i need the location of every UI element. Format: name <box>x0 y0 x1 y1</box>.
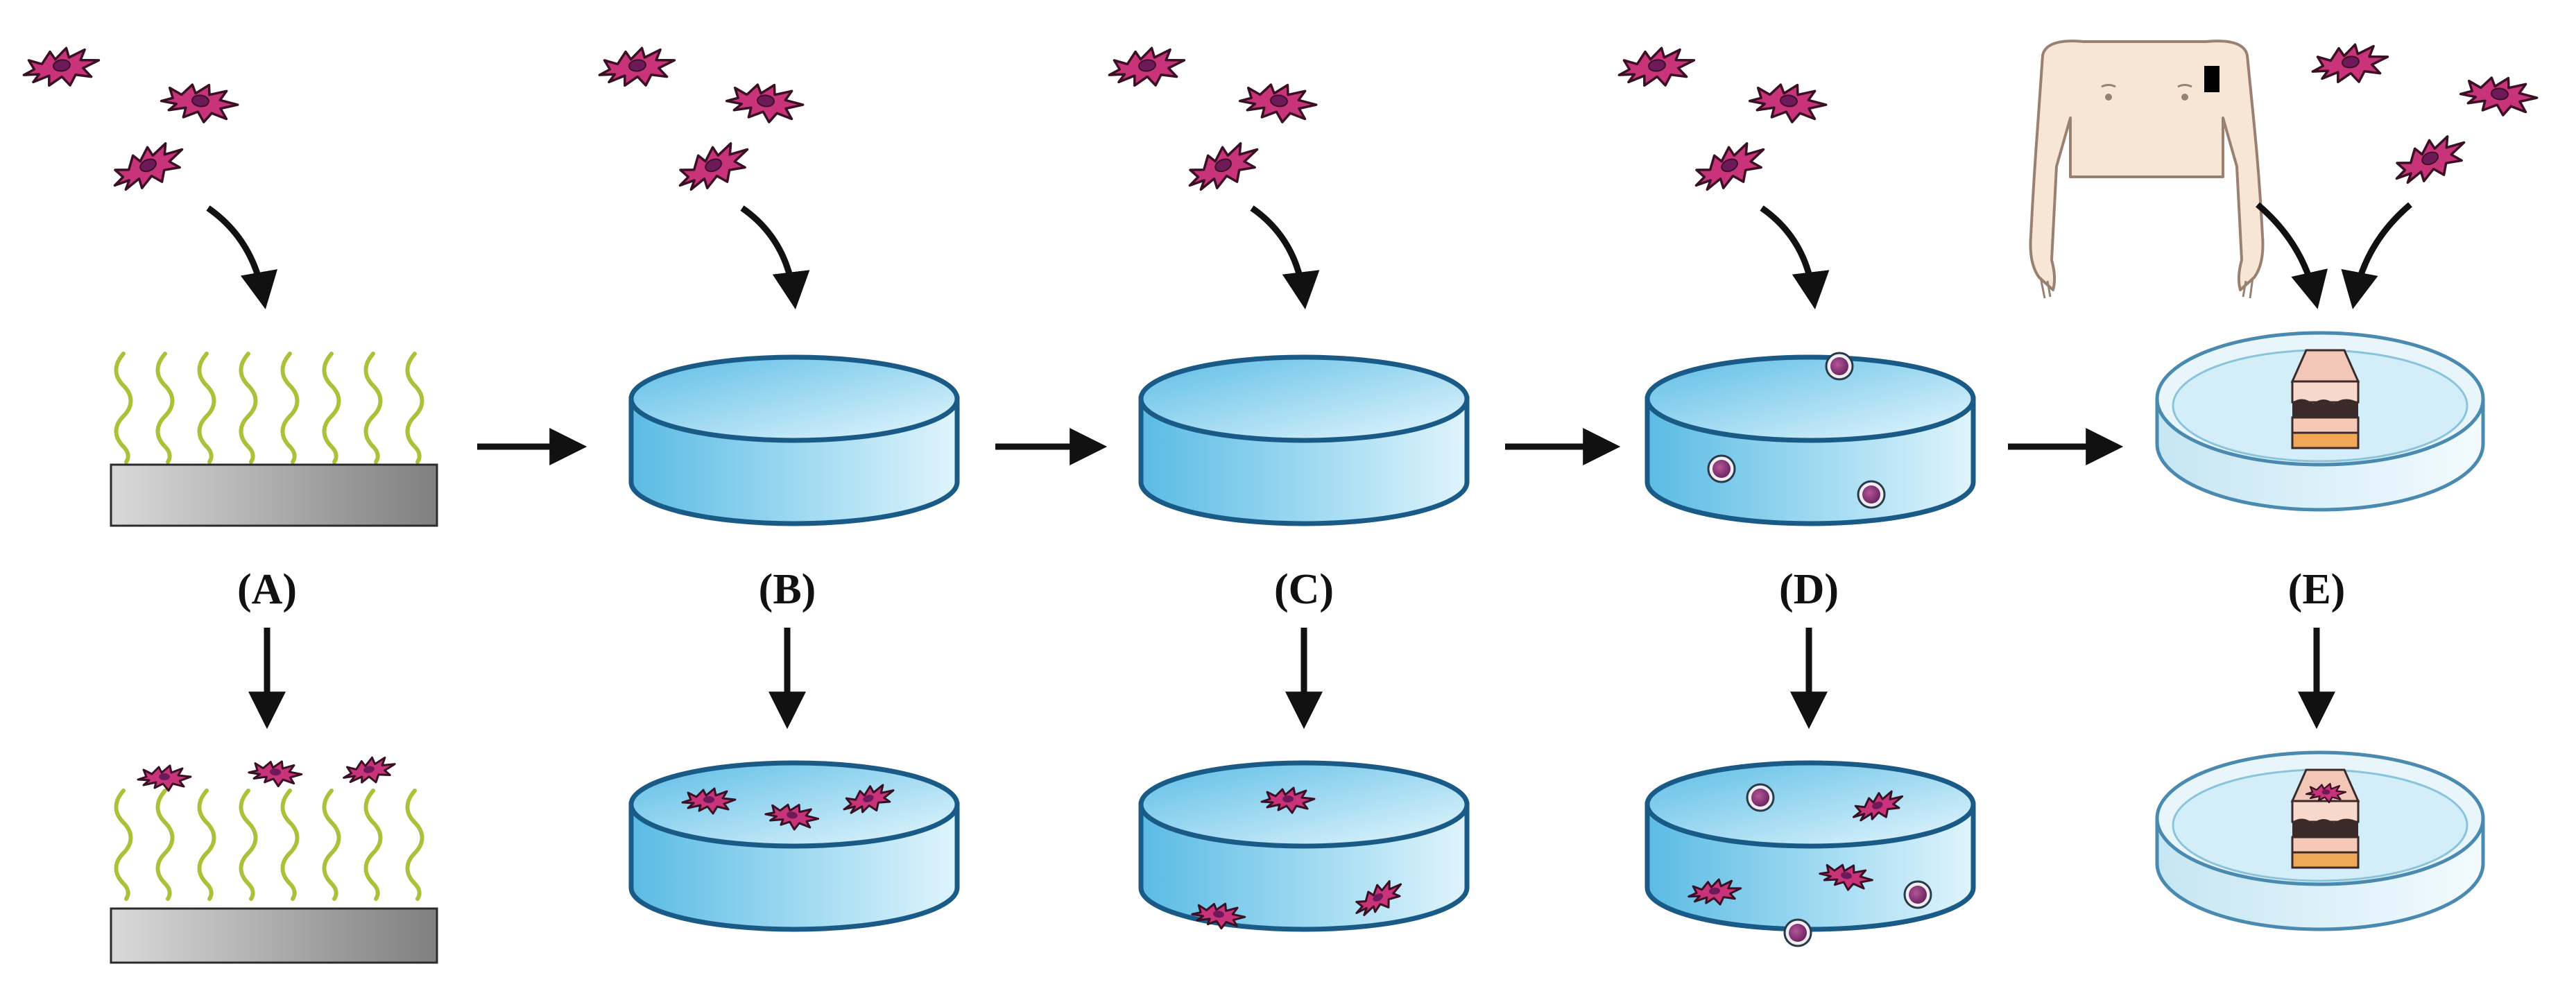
brush-surface-with-cells <box>110 752 438 964</box>
cell-icon <box>2386 126 2474 195</box>
cell-cluster-d <box>1615 42 1829 202</box>
panel-label-b: (B) <box>759 566 816 613</box>
panel-label-c: (C) <box>1274 566 1334 613</box>
hydrogel-disc-with-particles <box>1645 352 1976 526</box>
particle-icon <box>1825 352 1854 381</box>
cell-icon <box>104 132 192 202</box>
cell-cluster-e <box>2308 39 2540 195</box>
hydrogel-disc-with-cells <box>628 760 960 932</box>
cell-icon <box>723 78 806 127</box>
panel-label-d: (D) <box>1779 566 1839 613</box>
cell-icon <box>1179 132 1267 202</box>
panel-c: (C) <box>1105 42 1470 932</box>
arrow-icon <box>740 205 810 310</box>
cell-icon <box>339 752 399 790</box>
substrate <box>110 907 438 964</box>
panel-a: (A) <box>19 42 438 964</box>
petri-dish-with-seeded-skin-model <box>2155 750 2485 931</box>
cell-icon <box>158 78 241 127</box>
cell-cluster-c <box>1105 42 1319 202</box>
cell-icon <box>246 757 304 789</box>
cell-icon <box>1746 78 1829 127</box>
panel-label-e: (E) <box>2288 566 2346 613</box>
cell-icon <box>137 764 192 792</box>
panel-label-a: (A) <box>237 566 297 613</box>
hydrogel-disc <box>628 354 960 526</box>
cell-cluster-a <box>19 42 241 202</box>
skin-model-icon <box>2290 768 2360 869</box>
particle-icon <box>1857 480 1886 509</box>
hydrogel-disc <box>1138 354 1470 526</box>
brush-surface <box>110 354 438 527</box>
hydrogel-disc-with-cells-and-particles <box>1645 760 1976 947</box>
particle-icon <box>1783 918 1812 947</box>
cell-icon <box>2308 39 2392 89</box>
human-torso-icon <box>2029 40 2265 299</box>
arrow-icon <box>1250 205 1320 310</box>
particle-icon <box>1707 454 1736 483</box>
biopsy-patch-icon <box>2204 66 2219 92</box>
cell-icon <box>1237 78 1319 127</box>
cell-icon <box>19 42 103 93</box>
cell-icon <box>595 42 679 93</box>
particle-icon <box>1903 880 1932 909</box>
skin-model-icon <box>2290 349 2360 449</box>
hydrogel-disc-with-sparse-cells <box>1138 760 1470 932</box>
cell-icon <box>2457 71 2540 120</box>
petri-dish-with-skin-model <box>2155 331 2485 512</box>
particle-icon <box>1746 783 1775 812</box>
arrow-icon <box>1760 205 1830 310</box>
arrow-icon <box>2256 202 2328 309</box>
cell-icon <box>1685 132 1774 202</box>
panel-b: (B) <box>595 42 960 932</box>
cell-icon <box>669 132 757 202</box>
panel-e: (E) <box>2029 39 2540 931</box>
panel-d: (D) <box>1615 42 1976 947</box>
cell-icon <box>1105 42 1189 93</box>
substrate <box>110 463 438 527</box>
cell-icon <box>1615 42 1699 93</box>
arrow-icon <box>206 205 278 309</box>
arrow-icon <box>2341 202 2412 309</box>
cell-cluster-b <box>595 42 806 202</box>
